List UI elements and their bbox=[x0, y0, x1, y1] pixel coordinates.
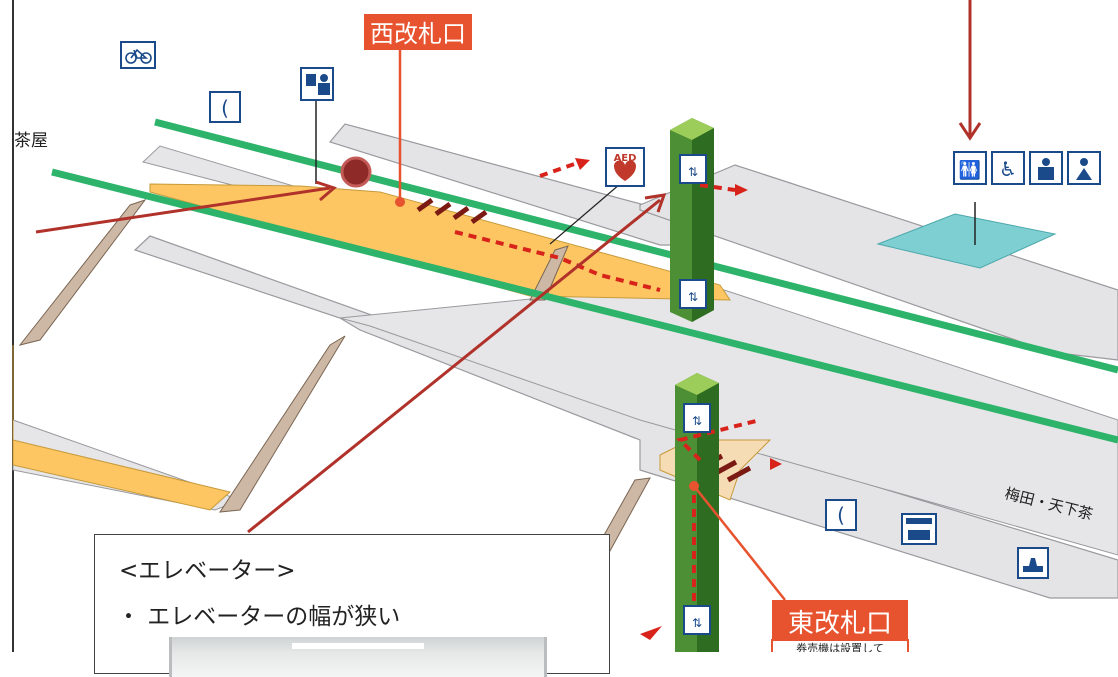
elevator-callout: <エレベーター> ・ エレベーターの幅が狭い bbox=[94, 534, 610, 677]
route-arrowhead-1 bbox=[575, 158, 590, 170]
svg-text:(: ( bbox=[837, 503, 845, 527]
arrowhead-elevator bbox=[644, 193, 667, 213]
elevator-icon: ⇅ bbox=[679, 154, 707, 184]
east-gate-label-bg bbox=[772, 600, 908, 640]
wheelchair-icon: ♿ bbox=[991, 151, 1025, 185]
svg-text:⇅: ⇅ bbox=[688, 165, 698, 179]
svg-text:⇅: ⇅ bbox=[688, 290, 698, 304]
accessible-route bbox=[454, 160, 761, 620]
west-gate-label: 西改札口 bbox=[370, 20, 466, 48]
restroom-area bbox=[876, 213, 1057, 269]
stairs-middle bbox=[219, 335, 346, 513]
baby-care-icon bbox=[1067, 151, 1101, 185]
west-gate-label-bg bbox=[364, 14, 472, 50]
upper-platform-right bbox=[639, 164, 1118, 361]
left-concourse bbox=[12, 345, 232, 511]
bicycle-icon bbox=[120, 41, 156, 69]
stairs-west bbox=[529, 245, 569, 301]
east-gate-label: 東改札口 bbox=[788, 609, 892, 639]
east-gate-dot bbox=[689, 481, 699, 491]
svg-text:🚻: 🚻 bbox=[959, 159, 981, 181]
stairs-left bbox=[18, 199, 147, 346]
annotation-arrows bbox=[35, 0, 972, 534]
route-arrowhead-4 bbox=[640, 626, 662, 640]
waiting-area-icon bbox=[1017, 547, 1049, 579]
west-gate-dot bbox=[395, 197, 405, 207]
phone-icon: ( bbox=[825, 499, 857, 531]
aed-icon: AED bbox=[605, 147, 645, 187]
route-arrowhead-2 bbox=[735, 184, 748, 196]
track-lower bbox=[51, 168, 1118, 444]
east-gate-note-bg bbox=[771, 639, 909, 652]
elevator-icon: ⇅ bbox=[679, 279, 707, 309]
restroom-icon: 🚻 bbox=[953, 151, 987, 185]
location-marker bbox=[340, 156, 372, 188]
station-map: ( AED ⇅ ⇅ ⇅ ⇅ 🚻 ♿ bbox=[12, 0, 1118, 652]
svg-text:⇅: ⇅ bbox=[692, 414, 702, 428]
callout-title: <エレベーター> bbox=[119, 558, 296, 584]
ticket-machine-icon bbox=[901, 513, 937, 545]
elevator-icon: ⇅ bbox=[683, 403, 711, 433]
svg-text:♿: ♿ bbox=[999, 157, 1017, 181]
callout-bullet: ・ エレベーターの幅が狭い bbox=[117, 604, 401, 630]
elevator-icon: ⇅ bbox=[683, 605, 711, 635]
route-arrowhead-3 bbox=[770, 458, 782, 470]
elevator-shaft-east bbox=[675, 373, 719, 652]
phone-icon: ( bbox=[209, 91, 241, 123]
ticket-office-icon bbox=[300, 67, 334, 101]
arrowhead-down bbox=[958, 122, 982, 141]
ostomate-icon bbox=[1029, 151, 1063, 185]
elevator-photo bbox=[169, 637, 547, 677]
west-gate-bars bbox=[416, 197, 488, 225]
left-station-label: 茶屋 bbox=[14, 131, 48, 151]
svg-text:⇅: ⇅ bbox=[692, 616, 702, 630]
aed-label: AED bbox=[614, 153, 637, 164]
east-gate-note: 券売機は設置して bbox=[796, 641, 884, 652]
svg-text:(: ( bbox=[221, 96, 229, 120]
arrowhead-left bbox=[315, 180, 337, 202]
aed-leader bbox=[549, 183, 621, 245]
east-gate-leader bbox=[693, 485, 786, 601]
